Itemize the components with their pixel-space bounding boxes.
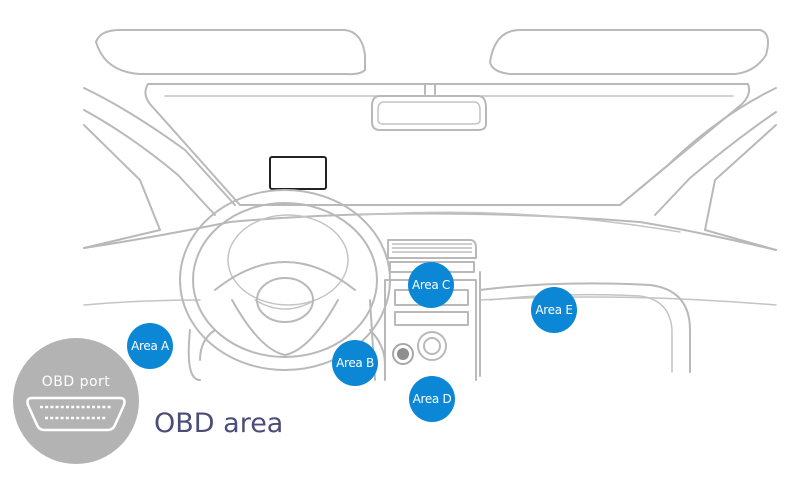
head-up-display (269, 156, 327, 190)
center-vents (387, 239, 477, 273)
left-a-pillar (83, 87, 236, 216)
passenger-dash-inner (489, 293, 673, 373)
area-b-marker: Area B (332, 340, 378, 386)
dashboard-top (83, 212, 777, 251)
area-a-marker: Area A (127, 323, 173, 369)
console-knob-large (417, 331, 447, 361)
area-d-circle (409, 376, 455, 422)
rear-view-mirror-inner (377, 101, 481, 125)
area-c-circle (408, 262, 454, 308)
right-door (704, 124, 777, 251)
obd-connector-icon (26, 396, 126, 432)
area-c-marker: Area C (408, 262, 454, 308)
passenger-dash (479, 282, 691, 373)
area-e-circle (531, 287, 577, 333)
left-sun-visor (95, 29, 366, 76)
right-a-pillar (619, 87, 777, 216)
area-d-marker: Area D (409, 376, 455, 422)
area-c-label: Area C (412, 278, 450, 292)
obd-connector-pins (40, 405, 112, 420)
steering-wheel (179, 189, 391, 371)
rear-view-mirror (371, 95, 487, 131)
area-a-label: Area A (131, 339, 170, 353)
obd-port-circle (13, 338, 139, 464)
obd-port-badge: OBD port (13, 338, 139, 464)
obd-port-label: OBD port (42, 374, 111, 390)
console-knob-small (392, 343, 414, 365)
left-door (83, 124, 161, 249)
right-sun-visor (489, 29, 769, 75)
obd-area-caption: OBD area (154, 408, 283, 439)
area-b-circle (332, 340, 378, 386)
area-a-circle (127, 323, 173, 369)
area-e-label: Area E (535, 303, 572, 317)
area-e-marker: Area E (531, 287, 577, 333)
dashboard-lower-line (83, 296, 777, 306)
area-d-label: Area D (413, 392, 452, 406)
dashboard-fold (359, 211, 681, 233)
area-b-label: Area B (336, 356, 374, 370)
mirror-stem (424, 83, 436, 95)
